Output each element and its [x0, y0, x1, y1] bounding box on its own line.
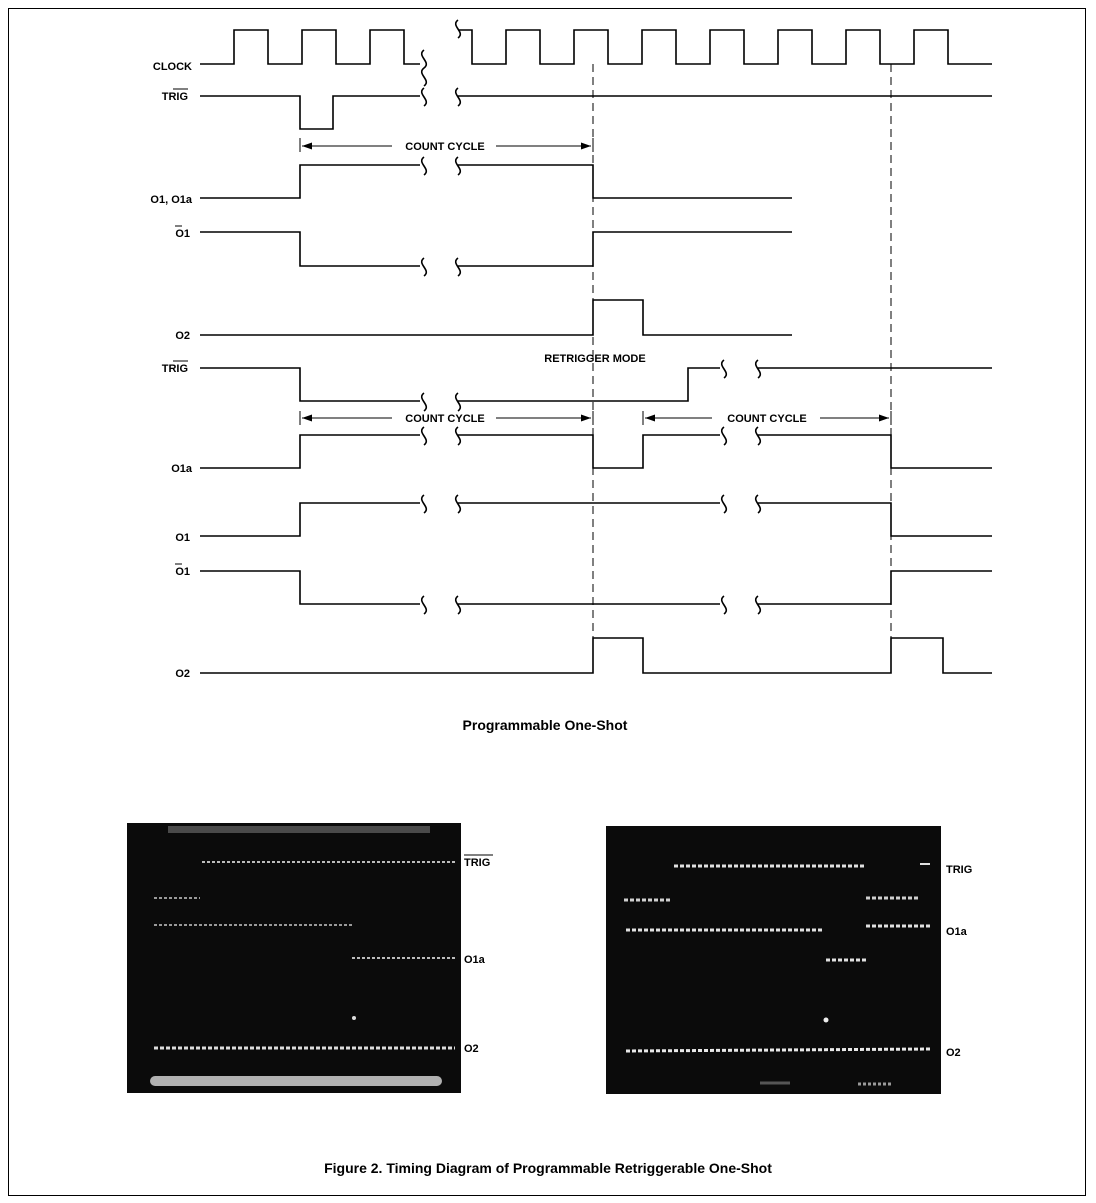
break-marks	[422, 20, 761, 614]
o2-label: O2	[175, 330, 190, 342]
photo-right-o2-label: O2	[946, 1047, 961, 1059]
o2-waveform	[200, 300, 792, 335]
o1-label: O1	[175, 532, 190, 544]
count-cycle-label-2: COUNT CYCLE	[405, 413, 484, 425]
retrigger-mode-label: RETRIGGER MODE	[544, 353, 645, 365]
o1-bar2-waveform	[200, 571, 992, 604]
o2b-label: O2	[175, 668, 190, 680]
photo-right-trig-label: TRIG	[946, 864, 972, 876]
o1-o1a-label: O1, O1a	[150, 194, 192, 206]
o1-bar2-label: O1	[175, 566, 190, 578]
photo-left-o1a-label: O1a	[464, 954, 486, 966]
oscilloscope-photo-left	[127, 823, 461, 1093]
figure-caption: Figure 2. Timing Diagram of Programmable…	[324, 1160, 772, 1176]
subtitle: Programmable One-Shot	[463, 717, 628, 733]
clock-label: CLOCK	[153, 61, 192, 73]
clock-waveform	[200, 30, 992, 64]
o2b-waveform	[200, 638, 992, 673]
photo-left-trig-label: TRIG	[464, 857, 490, 869]
o1a-waveform	[200, 435, 992, 468]
count-cycle-label-3: COUNT CYCLE	[727, 413, 806, 425]
count-cycle-label-1: COUNT CYCLE	[405, 141, 484, 153]
photo-left-o2-label: O2	[464, 1043, 479, 1055]
o1-waveform	[200, 503, 992, 536]
trig2-waveform	[200, 368, 992, 401]
trig-label: TRIG	[162, 91, 188, 103]
o1-bar-label: O1	[175, 228, 190, 240]
o1-o1a-waveform	[200, 165, 792, 198]
photo-right-o1a-label: O1a	[946, 926, 968, 938]
trig-waveform	[200, 96, 992, 129]
o1-bar-waveform	[200, 232, 792, 266]
oscilloscope-photo-right	[606, 826, 941, 1094]
o1a-label: O1a	[171, 463, 193, 475]
trig2-label: TRIG	[162, 363, 188, 375]
